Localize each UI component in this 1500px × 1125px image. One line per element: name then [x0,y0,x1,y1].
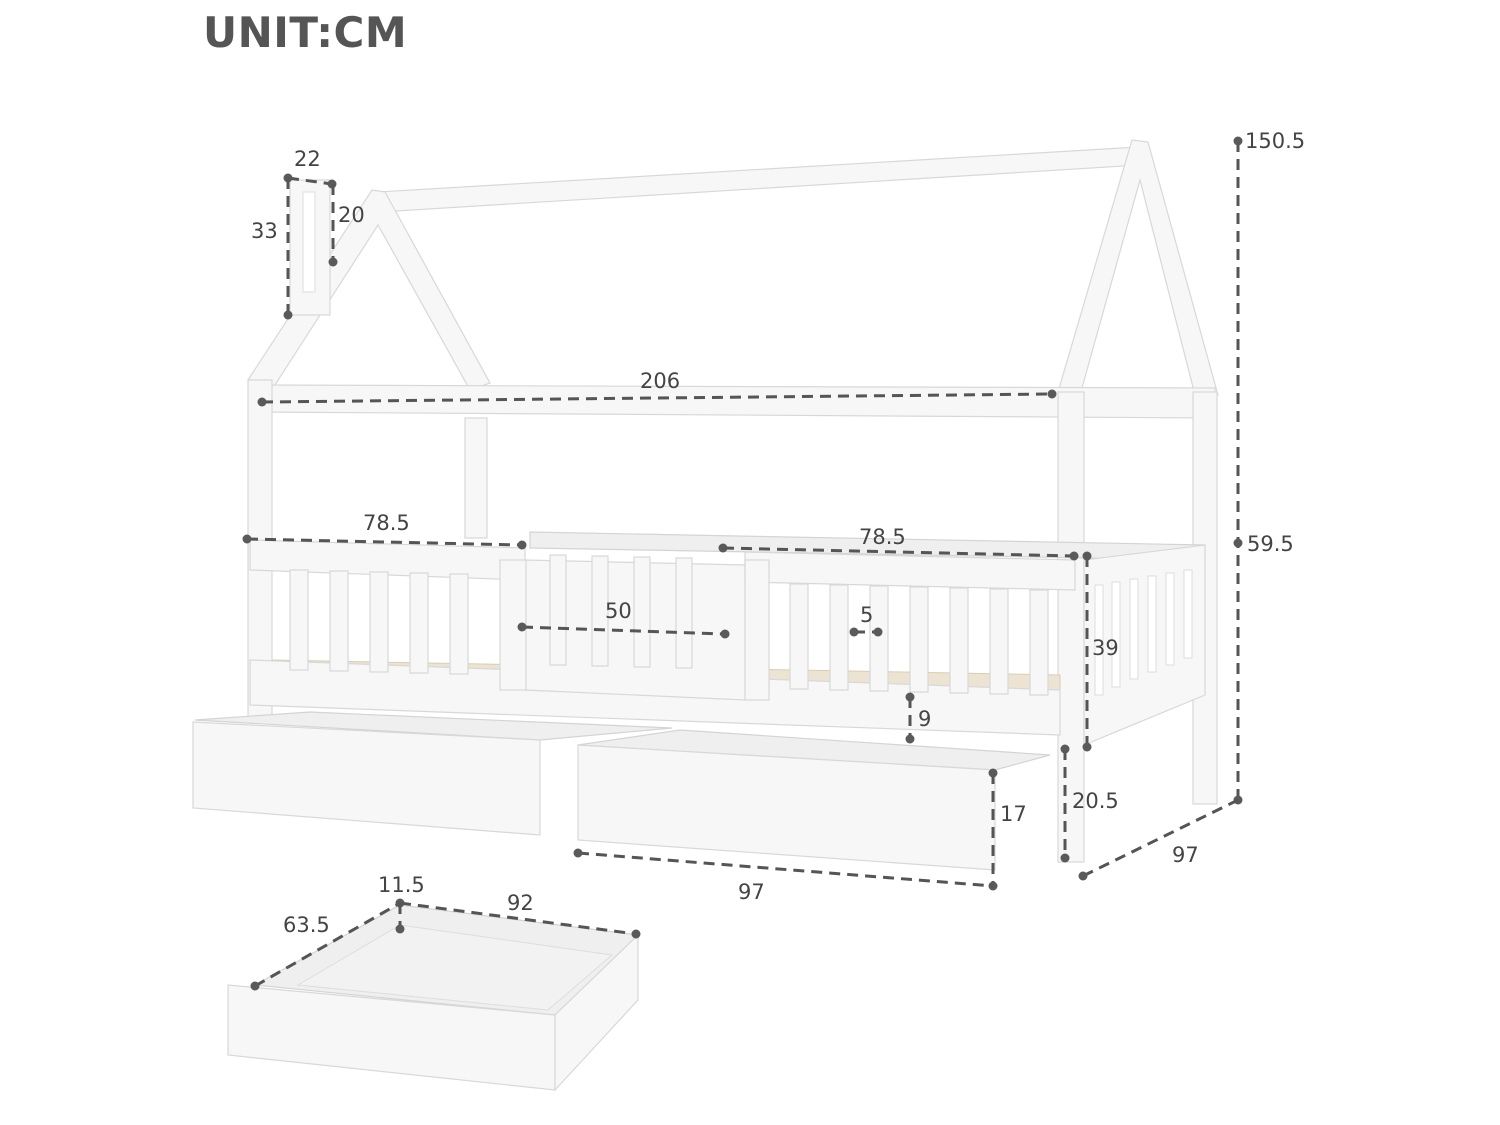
drawer-detail [227,904,640,1092]
dim-rail-right-length: 78.5 [859,525,906,549]
guard-bars-left [289,559,527,691]
left-gable [247,189,491,391]
dimension-lines [242,136,1243,991]
dim-drawer-inner-length: 92 [507,891,534,915]
drawer-left [192,711,673,836]
dim-leg-height: 20.5 [1072,789,1119,813]
dim-chimney-width: 22 [294,147,321,171]
drawer-right [577,729,1051,871]
dim-drawer-depth: 63.5 [283,913,330,937]
post-right-front [1057,391,1085,863]
dim-drawer-height: 17 [1000,802,1027,826]
dim-side-height: 59.5 [1247,532,1294,556]
dim-roof-length: 206 [640,369,681,393]
dim-guard-height: 39 [1092,636,1119,660]
dim-drawer-inner-depth: 11.5 [378,873,425,897]
roof-ridge-beam [377,146,1141,213]
dim-slat-gap: 5 [860,603,874,627]
dim-chimney-height-outer: 33 [251,219,278,243]
dim-under-clearance-gap: 9 [918,707,932,731]
guard-bars-right [744,559,1049,701]
dim-total-height: 150.5 [1245,129,1306,153]
unit-label: UNIT:CM [203,8,408,57]
dim-rail-gap: 50 [605,599,632,623]
dim-rail-left-length: 78.5 [363,511,410,535]
right-gable [1057,139,1219,396]
dim-drawer-length: 97 [738,880,765,904]
post-left-back [464,417,488,539]
guard-bars-middle [549,554,693,669]
dim-chimney-height-inner: 20 [338,203,365,227]
dim-bed-width: 97 [1172,843,1199,867]
